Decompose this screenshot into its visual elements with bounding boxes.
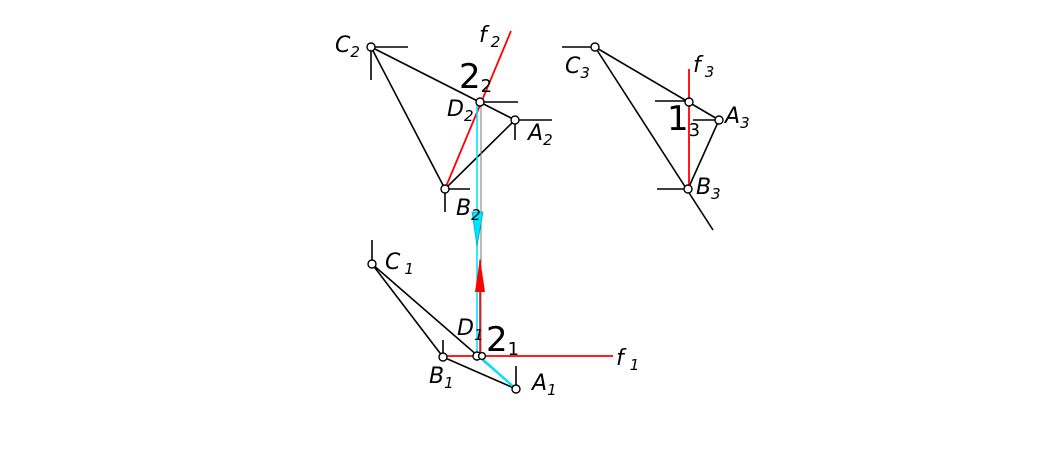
point-a1 <box>511 384 521 394</box>
point-a3 <box>714 115 724 125</box>
point-b2 <box>440 184 450 194</box>
edge-c3-b3 <box>594 46 714 231</box>
frontal-line-f2 <box>444 30 512 190</box>
arrow-up-red <box>475 258 485 292</box>
edge-c1-b1 <box>371 263 444 358</box>
edge-c3-a3 <box>594 46 720 121</box>
frontal-points <box>366 42 520 194</box>
point-2-1 <box>477 351 487 361</box>
point-a2 <box>510 115 520 125</box>
label-c2: C2 <box>335 33 360 61</box>
point-c2 <box>366 42 376 52</box>
edge-c2-b2 <box>370 46 446 190</box>
label-c3: C3 <box>565 54 590 82</box>
label-point-1: 13 <box>667 99 700 141</box>
point-c3 <box>590 42 600 52</box>
point-b3 <box>683 184 693 194</box>
label-a2: A2 <box>526 121 553 149</box>
label-b2: B2 <box>456 196 481 224</box>
label-d1: D1 <box>457 316 484 344</box>
point-d2 <box>475 97 485 107</box>
point-1-3 <box>684 97 694 107</box>
label-b1: B1 <box>429 364 454 392</box>
point-b1 <box>438 352 448 362</box>
frontal-projection <box>370 46 552 212</box>
label-a3: A3 <box>723 104 750 132</box>
horizontal-points <box>367 259 521 394</box>
point-c1 <box>367 259 377 269</box>
profile-points <box>590 42 724 194</box>
profile-projection <box>562 46 720 231</box>
edge-b3-a3 <box>687 119 720 190</box>
arrow-down-cyan <box>471 211 484 247</box>
label-b3: B3 <box>696 175 721 203</box>
label-d2: D2 <box>447 97 474 125</box>
edge-b2-a2 <box>444 119 516 190</box>
edge-b1-a1 <box>442 356 517 390</box>
label-a1: A1 <box>530 371 557 399</box>
edge-c2-a2 <box>370 46 516 121</box>
projection-d1-a1 <box>478 355 517 390</box>
label-point-2-top: 22 <box>459 57 492 97</box>
label-point-2-bottom: 21 <box>486 320 519 360</box>
